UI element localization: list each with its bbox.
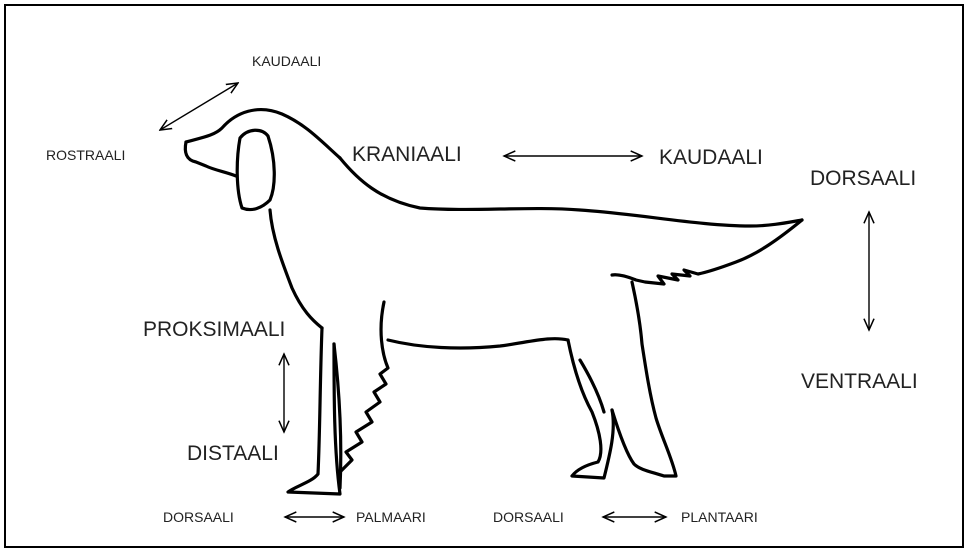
dog-belly-outline bbox=[388, 339, 568, 348]
label-plantaari: PLANTAARI bbox=[681, 509, 758, 525]
dog-front-leg-feather bbox=[340, 302, 388, 472]
dog-neck-outline bbox=[270, 210, 322, 328]
label-rostraali: ROSTRAALI bbox=[46, 147, 125, 163]
label-kaudaali-mid: KAUDAALI bbox=[659, 146, 763, 170]
label-ventraali: VENTRAALI bbox=[801, 370, 918, 394]
dog-hind-leg-rear bbox=[612, 282, 676, 476]
dog-ear-outline bbox=[237, 130, 274, 209]
label-kraniaali: KRANIAALI bbox=[352, 143, 462, 167]
dog-head-outline bbox=[186, 110, 340, 158]
dog-front-leg-outline bbox=[288, 328, 340, 494]
label-palmaari: PALMAARI bbox=[356, 509, 426, 525]
dog-hind-leg-outline bbox=[568, 340, 613, 478]
label-dorsaali-hind-foot: DORSAALI bbox=[493, 509, 564, 525]
dog-tail-outline bbox=[612, 220, 802, 284]
label-dorsaali-front-foot: DORSAALI bbox=[163, 509, 234, 525]
dog-hind-leg-inner bbox=[580, 360, 604, 412]
label-distaali: DISTAALI bbox=[187, 442, 279, 466]
dog-muzzle-outline bbox=[185, 142, 236, 176]
label-dorsaali-right: DORSAALI bbox=[810, 167, 916, 191]
label-kaudaali-top: KAUDAALI bbox=[252, 53, 321, 69]
label-proksimaali: PROKSIMAALI bbox=[143, 318, 285, 342]
